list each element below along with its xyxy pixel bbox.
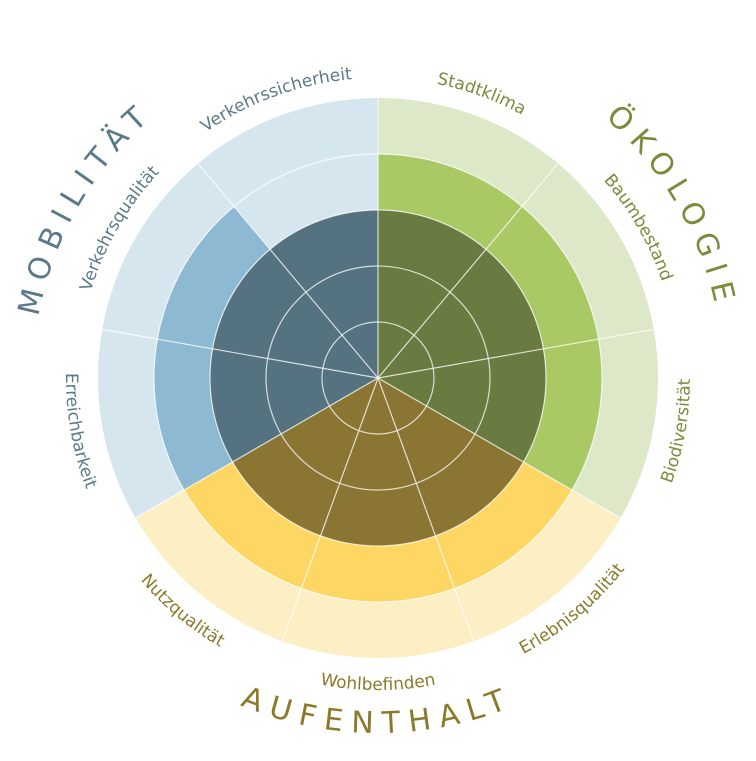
sector-erlebnisqualitaet-mid xyxy=(435,462,572,589)
sector-biodiversitaet-light xyxy=(571,329,658,518)
sector-erreichbarkeit-mid xyxy=(153,339,233,490)
sector-stadtklima-dark xyxy=(378,210,486,378)
sector-nutzqualitaet-mid xyxy=(184,462,321,589)
sector-verkehrsqualitaet-dark xyxy=(212,249,378,378)
grid-spoke-5 xyxy=(377,377,475,642)
sector-erlebnisqualitaet-light xyxy=(454,490,621,642)
sector-wohlbefinden-light xyxy=(282,588,474,658)
sector-biodiversitaet-mid xyxy=(523,339,602,490)
grid-spoke-8 xyxy=(102,328,379,379)
sector-baumbestand-dark xyxy=(378,249,544,378)
grid-spoke-7 xyxy=(135,377,379,519)
sector-wohlbefinden-dark xyxy=(320,378,436,546)
grid-spoke-2 xyxy=(377,163,559,379)
grid-spoke-9 xyxy=(197,163,379,379)
sectors-layer xyxy=(97,98,658,658)
sector-nutzqualitaet-light xyxy=(135,490,302,642)
grid-spoke-4 xyxy=(377,377,621,519)
category-label-wohlbefinden: Wohlbefinden xyxy=(319,670,437,695)
sector-verkehrssicherheit-light xyxy=(198,98,378,250)
sector-verkehrsqualitaet-mid xyxy=(157,206,271,349)
sector-nutzqualitaet-dark xyxy=(232,378,378,536)
grid-spoke-3 xyxy=(377,328,654,379)
sector-verkehrssicherheit-dark xyxy=(270,210,378,378)
sector-baumbestand-light xyxy=(521,163,654,340)
sector-erreichbarkeit-dark xyxy=(209,348,378,462)
sector-wohlbefinden-mid xyxy=(301,535,455,603)
grid-layer xyxy=(102,98,654,642)
sector-biodiversitaet-dark xyxy=(378,348,546,462)
category-label-erreichbarkeit: Erreichbarkeit xyxy=(61,373,101,491)
sector-verkehrsqualitaet-light xyxy=(102,163,235,340)
sector-stadtklima-mid xyxy=(378,154,522,250)
sector-stadtklima-light xyxy=(378,98,558,207)
grid-spoke-6 xyxy=(281,377,379,642)
sector-erlebnisqualitaet-dark xyxy=(378,378,524,536)
sector-baumbestand-mid xyxy=(485,206,599,349)
sector-erreichbarkeit-light xyxy=(97,329,185,518)
category-label-biodiversitaet: Biodiversität xyxy=(657,378,695,485)
